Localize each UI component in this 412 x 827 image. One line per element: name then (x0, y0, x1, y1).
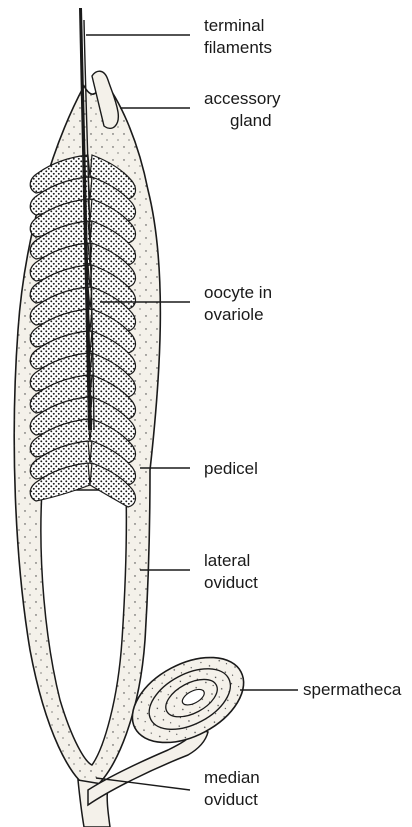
svg-text:oviduct: oviduct (204, 790, 258, 809)
svg-text:lateral: lateral (204, 551, 250, 570)
svg-text:terminal: terminal (204, 16, 264, 35)
label-spermatheca: spermatheca (303, 680, 402, 699)
svg-text:gland: gland (230, 111, 272, 130)
label-median-oviduct: median oviduct (204, 768, 260, 809)
ovariole-column-left (30, 155, 90, 501)
ovariole-column-right (90, 155, 135, 507)
svg-text:spermatheca: spermatheca (303, 680, 402, 699)
svg-text:oviduct: oviduct (204, 573, 258, 592)
svg-text:oocyte in: oocyte in (204, 283, 272, 302)
svg-text:accessory: accessory (204, 89, 281, 108)
label-lateral-oviduct: lateral oviduct (204, 551, 258, 592)
svg-text:ovariole: ovariole (204, 305, 264, 324)
svg-text:median: median (204, 768, 260, 787)
svg-text:filaments: filaments (204, 38, 272, 57)
label-accessory-gland: accessory gland (204, 89, 281, 130)
svg-text:pedicel: pedicel (204, 459, 258, 478)
label-terminal-filaments: terminal filaments (204, 16, 272, 57)
label-oocyte-in-ovariole: oocyte in ovariole (204, 283, 272, 324)
label-pedicel: pedicel (204, 459, 258, 478)
